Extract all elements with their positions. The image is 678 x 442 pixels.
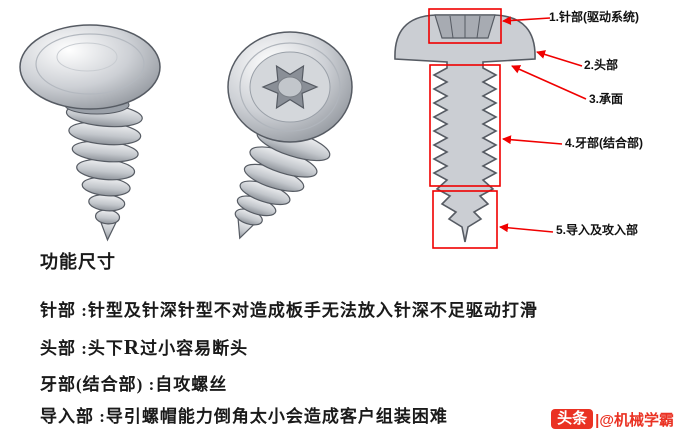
notes-line-thread: 牙部(结合部) :自攻螺丝	[40, 375, 228, 394]
middle-screw-threads	[234, 127, 331, 240]
schematic-screw-body	[394, 14, 536, 243]
left-screw-figure	[19, 24, 161, 242]
notes-heading: 功能尺寸	[40, 252, 116, 272]
callout-label-bearing: 3.承面	[589, 92, 624, 106]
watermark-badge: 头条	[551, 409, 594, 429]
notes-line-head-post: 过小容易断头	[140, 339, 249, 358]
callout-box-drive	[428, 8, 502, 44]
notes-line-leadin: 导入部 :导引螺帽能力倒角太小会造成客户组装困难	[40, 407, 448, 426]
callout-label-thread: 4.牙部(结合部)	[565, 136, 644, 150]
arrow-to-head	[536, 50, 583, 67]
callout-label-tip: 5.导入及攻入部	[556, 223, 639, 237]
middle-screw-figure	[227, 31, 353, 240]
left-screw-threads	[65, 103, 143, 242]
middle-screw-head	[227, 31, 353, 143]
left-screw-head	[19, 24, 161, 110]
arrow-to-thread	[502, 135, 563, 145]
notes-line-pin: 针部 :针型及针深针型不对造成板手无法放入针深不足驱动打滑	[40, 301, 538, 320]
callout-label-drive: 1.针部(驱动系统)	[549, 10, 640, 24]
callout-label-head: 2.头部	[584, 58, 619, 72]
callout-box-tip	[432, 190, 498, 249]
arrow-to-bearing-surface	[511, 65, 587, 100]
notes-line-head: 头部 :头下R过小容易断头	[40, 334, 248, 360]
arrow-to-tip	[499, 223, 554, 233]
arrow-to-drive	[502, 15, 551, 25]
callout-box-thread	[429, 64, 501, 187]
notes-line-head-emphasis: R	[123, 335, 141, 359]
watermark: 头条 |@机械学霸	[551, 406, 674, 432]
schematic-screw-figure	[394, 8, 587, 249]
watermark-handle: |@机械学霸	[595, 411, 674, 429]
notes-line-head-pre: 头部 :头下	[40, 339, 124, 358]
